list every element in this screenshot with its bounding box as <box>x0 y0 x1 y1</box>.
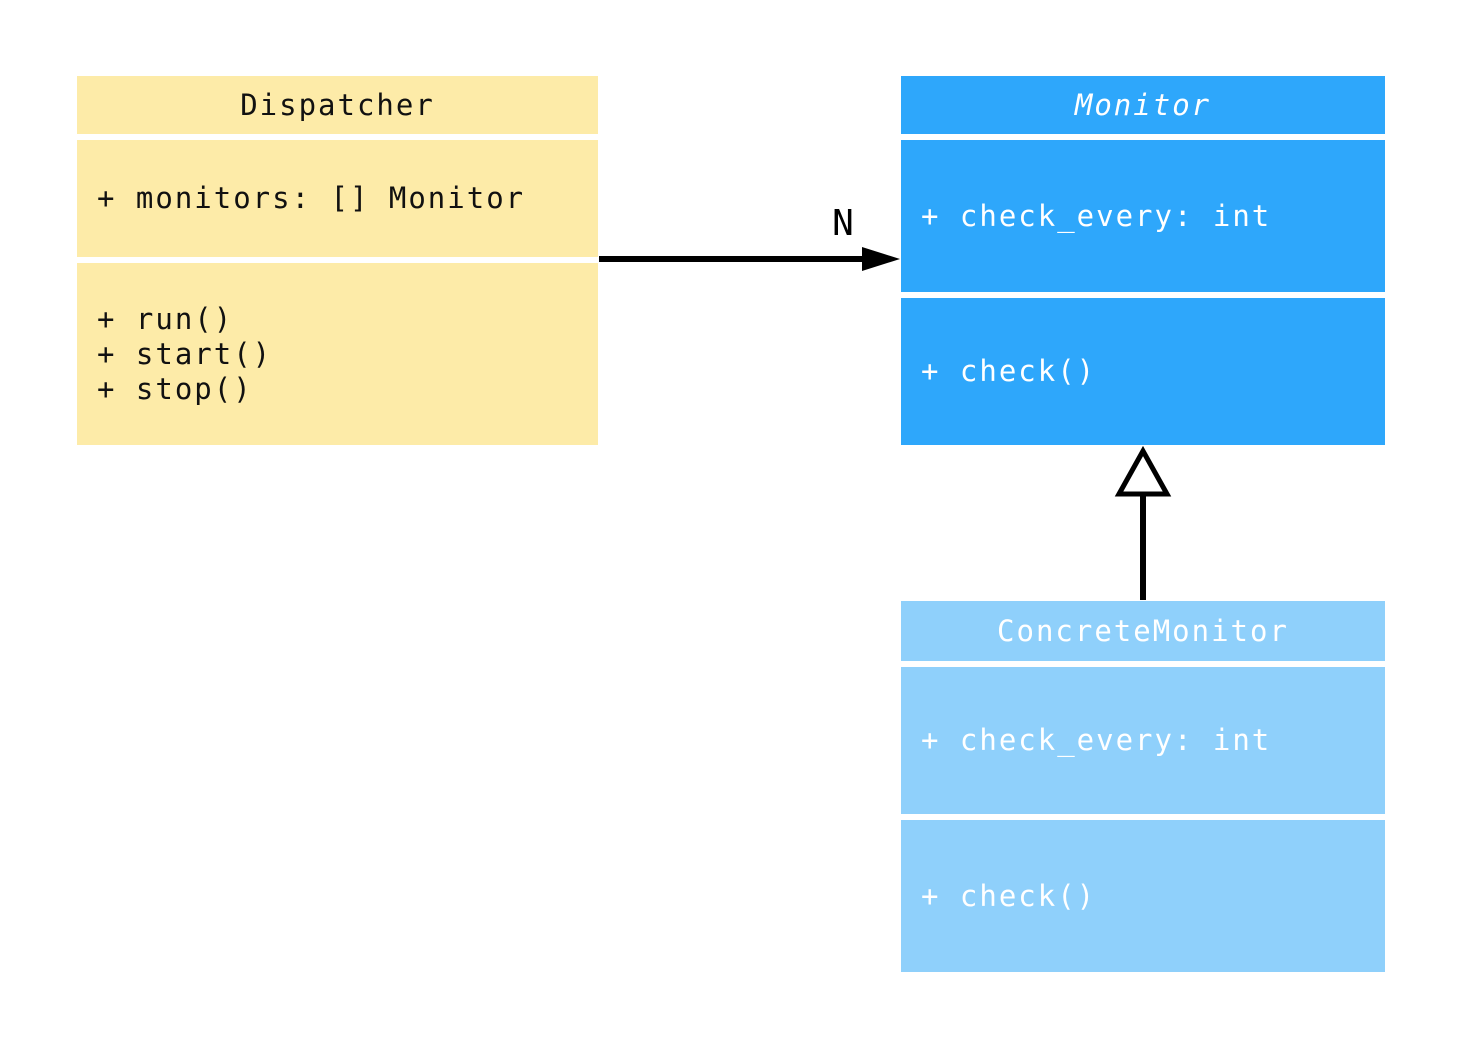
class-attributes-dispatcher: + monitors: [] Monitor <box>77 140 598 257</box>
class-box-concrete-monitor: ConcreteMonitor + check_every: int + che… <box>901 601 1385 972</box>
class-methods-dispatcher: + run() + start() + stop() <box>77 263 598 445</box>
class-box-monitor: Monitor + check_every: int + check() <box>901 76 1385 445</box>
method-item: + check() <box>921 878 1097 913</box>
class-title-monitor: Monitor <box>901 76 1385 134</box>
class-attributes-monitor: + check_every: int <box>901 140 1385 292</box>
method-item: + start() <box>97 336 273 371</box>
method-item: + run() <box>97 301 234 336</box>
class-title-dispatcher: Dispatcher <box>77 76 598 134</box>
inheritance-arrow-concretemonitor-to-monitor <box>1114 445 1172 600</box>
attribute-item: + check_every: int <box>921 723 1272 757</box>
association-arrow-dispatcher-to-monitor <box>599 247 900 271</box>
method-item: + check() <box>921 354 1097 388</box>
attribute-item: + monitors: [] Monitor <box>97 181 526 215</box>
class-attributes-concrete-monitor: + check_every: int <box>901 667 1385 814</box>
association-multiplicity-label: N <box>832 203 854 244</box>
class-title-concrete-monitor: ConcreteMonitor <box>901 601 1385 661</box>
class-box-dispatcher: Dispatcher + monitors: [] Monitor + run(… <box>77 76 598 445</box>
class-methods-monitor: + check() <box>901 298 1385 445</box>
attribute-item: + check_every: int <box>921 198 1272 233</box>
class-methods-concrete-monitor: + check() <box>901 820 1385 972</box>
method-item: + stop() <box>97 371 253 406</box>
